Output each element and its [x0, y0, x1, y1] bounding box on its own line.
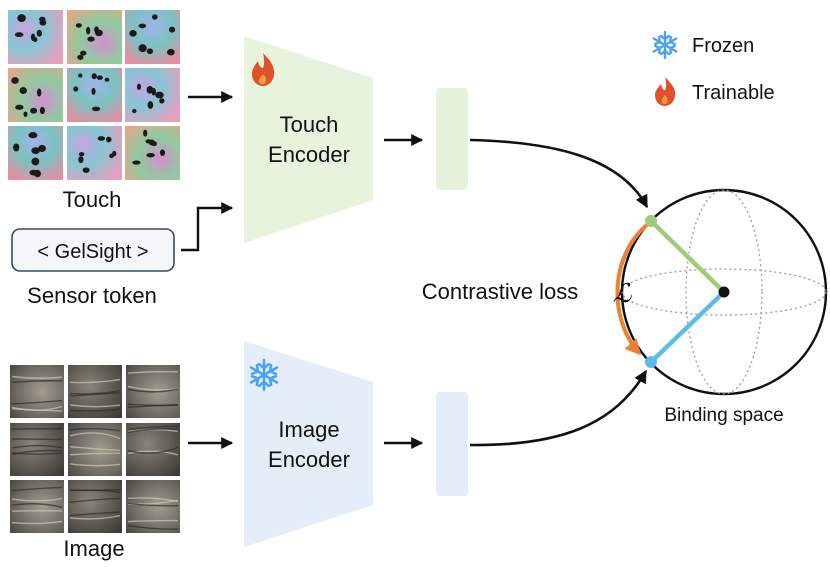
touch-embedding-to-space-arrow	[469, 138, 649, 209]
legend-frozen-label: Frozen	[692, 35, 754, 57]
touch-tile	[8, 126, 63, 180]
touch-image-grid	[8, 10, 180, 180]
image-encoder-label-line2: Encoder	[268, 447, 350, 472]
loss-symbol: ℒ	[613, 279, 633, 309]
legend: Frozen Trainable	[650, 30, 775, 106]
image-embedding	[436, 392, 468, 496]
contrastive-loss-label: Contrastive loss	[422, 279, 579, 304]
touch-tile	[125, 10, 180, 64]
binding-space-caption: Binding space	[664, 405, 783, 426]
touch-embedding-point	[645, 215, 657, 227]
snowflake-icon	[247, 358, 281, 392]
image-tile	[68, 480, 122, 533]
image-tile	[10, 365, 64, 418]
touch-embedding-vector	[649, 219, 726, 294]
touch-tile	[8, 10, 63, 64]
sensor-to-encoder-arrow	[181, 202, 234, 252]
touch-tile	[67, 10, 122, 64]
image-embedding-vector	[649, 290, 726, 364]
touch-caption: Touch	[63, 187, 122, 212]
touch-tile	[8, 68, 63, 122]
contrastive-loss-arrow	[615, 222, 650, 356]
image-tile	[68, 423, 122, 476]
touch-tile	[125, 68, 180, 122]
touch-tile	[125, 126, 180, 180]
image-embedding-point	[645, 356, 657, 368]
touch-encoder-label-line1: Touch	[280, 112, 339, 137]
image-tile	[10, 423, 64, 476]
image-tile	[126, 480, 180, 533]
image-tile	[126, 423, 180, 476]
flame-icon	[252, 53, 275, 86]
image-tile	[126, 365, 180, 418]
touch-embedding	[436, 88, 468, 190]
flame-icon	[655, 77, 676, 106]
touch-tile	[67, 68, 122, 122]
touch-tile	[67, 126, 122, 180]
sensor-token-box	[11, 228, 175, 272]
image-tile	[10, 480, 64, 533]
sphere-center-point	[718, 286, 730, 298]
image-grid	[10, 365, 180, 533]
touch-encoder-label-line2: Encoder	[268, 142, 350, 167]
sensor-token-caption: Sensor token	[27, 283, 157, 308]
image-encoder-label-line1: Image	[278, 417, 339, 442]
snowflake-icon	[650, 30, 680, 60]
sensor-token-label: < GelSight >	[37, 241, 148, 263]
legend-trainable-label: Trainable	[692, 82, 775, 104]
image-tile	[68, 365, 122, 418]
image-caption: Image	[63, 536, 124, 561]
touch-encoder	[244, 36, 373, 243]
image-encoder	[244, 341, 373, 547]
image-embedding-to-space-arrow	[469, 369, 648, 447]
